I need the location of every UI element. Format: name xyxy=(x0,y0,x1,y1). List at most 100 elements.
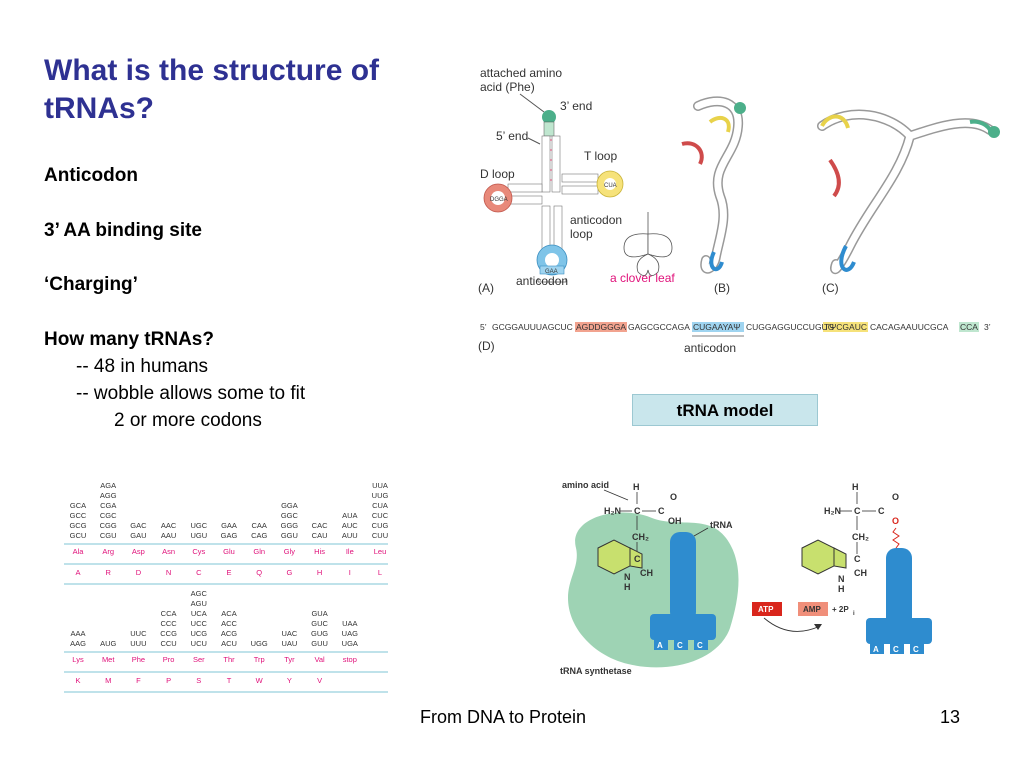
amino-acid-name-lys: Lys xyxy=(72,655,84,664)
codon-gag: GAG xyxy=(221,531,238,540)
amino-acid-letter-q: Q xyxy=(256,568,262,577)
acceptor-stem-3 xyxy=(551,135,561,193)
codon-gga: GGA xyxy=(281,501,298,510)
codon-auu: AUU xyxy=(342,531,358,540)
trna-3d-model-c xyxy=(817,109,1000,275)
codon-acg: ACG xyxy=(221,629,237,638)
codon-uaa: UAA xyxy=(342,619,357,628)
ch2-1: CH₂ xyxy=(632,532,649,542)
amino-acid-name-stop: stop xyxy=(343,655,357,664)
h-top-1: H xyxy=(633,482,640,492)
clover-leaf-icon xyxy=(623,212,673,276)
o-ester: O xyxy=(892,516,899,526)
ch-ring-2: CH xyxy=(854,568,867,578)
amino-acid-letter-e: E xyxy=(226,568,231,577)
c-ring-1: C xyxy=(634,554,641,564)
anticodon-loop-label-1: anticodon xyxy=(570,213,622,227)
amino-acid-name-ser: Ser xyxy=(193,655,205,664)
codon-gaa: GAA xyxy=(221,521,237,530)
amino-acid-name-thr: Thr xyxy=(223,655,235,664)
footer-text: From DNA to Protein xyxy=(420,707,587,727)
n-ring-1: N xyxy=(624,572,631,582)
amino-acid-letter-k: K xyxy=(75,676,80,685)
amp-box xyxy=(798,602,828,616)
d-loop-letters: DGGA xyxy=(490,197,508,203)
amino-acid-letter-g: G xyxy=(286,568,292,577)
sequence-part1: GCGGAUUUAGCUC xyxy=(492,322,573,332)
codon-aga: AGA xyxy=(100,481,116,490)
acc-a-2: A xyxy=(873,645,879,654)
amino-acid-name-gln: Gln xyxy=(253,547,265,556)
trna-structure-figure: attached amino acid (Phe) 3’ end 5’ end … xyxy=(470,56,1010,356)
t-loop-letters: CUA xyxy=(604,183,617,189)
codon-gua: GUA xyxy=(311,609,327,618)
clover-leaf-label: a clover leaf xyxy=(610,271,675,285)
codon-cga: CGA xyxy=(100,501,116,510)
trna-shape-2 xyxy=(866,548,932,654)
codon-gac: GAC xyxy=(130,521,147,530)
amino-acid-ball xyxy=(542,110,556,124)
codon-ugc: UGC xyxy=(190,521,207,530)
atp-box xyxy=(752,602,782,616)
codon-gau: GAU xyxy=(130,531,146,540)
attached-amino-label: attached amino xyxy=(480,66,562,80)
anticodon-heading: Anticodon xyxy=(44,165,138,186)
acc-c-2a: C xyxy=(893,645,899,654)
ch-ring-1: CH xyxy=(640,568,653,578)
codon-agu: AGU xyxy=(191,599,207,608)
codon-acc: ACC xyxy=(221,619,237,628)
codon-cgu: CGU xyxy=(100,531,117,540)
sequence-part5: CUGGAGGUCCUGUG xyxy=(746,322,834,332)
amino-acid-name-asp: Asp xyxy=(132,547,145,556)
three-end-label: 3’ end xyxy=(560,99,592,113)
amino-acid-letter-t: T xyxy=(227,676,232,685)
amino-acid-letter-d: D xyxy=(136,568,142,577)
h-top-2: H xyxy=(852,482,859,492)
pi-subscript: i xyxy=(853,611,855,617)
codon-ccc: CCC xyxy=(160,619,177,628)
amino-acid-letter-l: L xyxy=(378,568,382,577)
h-ring-1: H xyxy=(624,582,631,592)
codon-agg: AGG xyxy=(100,491,117,500)
codon-cau: CAU xyxy=(312,531,328,540)
amino-acid-name-val: Val xyxy=(314,655,325,664)
c-ring-2: C xyxy=(854,554,861,564)
h-ring-2: H xyxy=(838,584,845,594)
codon-aac: AAC xyxy=(161,521,177,530)
amino-acid-letter-h: H xyxy=(317,568,322,577)
amino-acid-letter-n: N xyxy=(166,568,171,577)
ch2-2: CH₂ xyxy=(852,532,869,542)
aa-binding-heading: 3’ AA binding site xyxy=(44,220,202,241)
c-alpha-2: C xyxy=(854,506,861,516)
codon-gug: GUG xyxy=(311,629,328,638)
amino-acid-letter-s: S xyxy=(196,676,201,685)
codon-uug: UUG xyxy=(372,491,389,500)
panel-d-label: (D) xyxy=(478,339,495,353)
bullet-wobble: -- wobble allows some to fit xyxy=(76,383,306,404)
page-number: 13 xyxy=(940,707,961,727)
trna-synthetase-label: tRNA synthetase xyxy=(560,666,632,676)
amino-acid-letter-r: R xyxy=(105,568,111,577)
sequence-part8: CCA xyxy=(960,322,978,332)
codon-caa: CAA xyxy=(251,521,266,530)
amino-acid-name-ile: Ile xyxy=(346,547,354,556)
trna-label: tRNA xyxy=(710,520,733,530)
c-alpha-1: C xyxy=(634,506,641,516)
anticodon-loop-label-2: loop xyxy=(570,227,593,241)
codon-aua: AUA xyxy=(342,511,357,520)
trna-synthetase-shape xyxy=(568,512,739,668)
h2n-1: H₂N xyxy=(604,506,621,516)
slide-title: What is the structure of tRNAs? xyxy=(44,54,380,125)
panel-c-label: (C) xyxy=(822,281,839,295)
sequence-part7: CACAGAAUUCGCA xyxy=(870,322,949,332)
amino-acid-name-trp: Trp xyxy=(254,655,265,664)
codon-uua: UUA xyxy=(372,481,388,490)
sequence-part6: TΨCGAUC xyxy=(824,322,867,332)
sequence-part2: AGDDGGGA xyxy=(576,322,626,332)
codon-auc: AUC xyxy=(342,521,358,530)
codon-gcu: GCU xyxy=(70,531,87,540)
codon-ucc: UCC xyxy=(191,619,208,628)
codon-ccg: CCG xyxy=(160,629,177,638)
sequence-three-label: 3’ xyxy=(984,322,991,332)
acceptor-stem-5 xyxy=(541,135,551,193)
